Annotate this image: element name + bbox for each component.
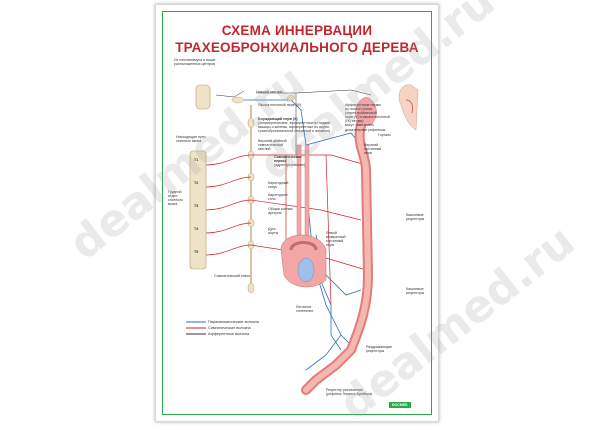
label-carotid-sinus: Каротидный синус [268,181,289,190]
label-common-carotid: Общая сонная артерия [268,207,293,216]
label-t2: T2 [194,181,199,185]
label-irritant-receptors: Раздражающие рецепторы [366,345,392,354]
legend-lines [186,321,206,335]
sympathetic-fibers [205,154,367,306]
label-recurrent-laryngeal: Левый возвратный гортанный нерв [326,231,346,248]
afferent-fibers [215,89,372,155]
label-descending-spinal: Нисходящие пути спинного мозга [176,135,206,144]
aortic-arch [280,234,327,288]
label-sympathetic-trunk: Симпатический ствол [214,274,251,278]
legend-afferent: Афферентные волокна [208,332,250,336]
label-carotid-body: Каротидное тело [268,193,288,202]
title-line-2: ТРАХЕОБРОНХИАЛЬНОГО ДЕРЕВА [175,40,419,55]
label-superior-laryngeal: Верхний гортанный нерв [364,143,382,156]
label-t5: T5 [194,250,199,254]
label-glossopharyngeal: Языкоглоточный нерв (IX) [258,103,302,107]
label-thoracic-cord: Грудной отдел спинного мозга [168,190,183,207]
label-aortic-arch: Дуга аорты [268,227,279,236]
label-t3: T3 [194,204,199,208]
publisher-logo: DOCMED [389,402,411,408]
legend-parasympathetic: Парасимпатические волокна [208,320,259,324]
label-sympathetic-nerves-desc: (адренергические) [274,163,306,167]
ganglion-nodes [231,95,296,104]
label-larynx: Гортань [378,133,392,137]
title-line-1: СХЕМА ИННЕРВАЦИИ [221,23,373,38]
label-vagus-desc: (холинергические, эфферентные в гладкие … [258,121,331,134]
label-upper-cervical: Верхний шейный симпатический ганглий [258,139,287,152]
innervation-diagram [186,84,419,395]
label-vagus: Блуждающий нерв (X) [258,117,298,121]
label-stretch-receptor: Рецептор растяжения (рефлекс Геринга-Бре… [326,388,373,397]
label-t4: T4 [194,227,199,231]
label-hypothalamus: Из гипоталамуса и выше расположенных цен… [174,58,216,67]
trachea [301,96,377,395]
sympathetic-chain [247,105,255,294]
spinal-cord [189,84,211,270]
label-afferent-nose: Афферентные нервы из носа и глотки (чере… [345,103,390,132]
label-sympathetic-nerves: Симпатические нервы [274,155,302,164]
label-pulmonary-plexus: Легочное сплетение [296,305,314,314]
poster: СХЕМА ИННЕРВАЦИИ ТРАХЕОБРОНХИАЛЬНОГО ДЕР… [155,4,439,422]
label-t1: T1 [194,158,199,162]
label-cough-receptors-1: Кашлевые рецепторы [406,213,425,222]
head-section [398,84,419,131]
label-inferior-ganglion: Нижний ганглий [256,90,283,94]
legend-sympathetic: Симпатические волокна [208,326,251,330]
label-cough-receptors-2: Кашлевые рецепторы [406,287,425,296]
poster-frame [162,11,432,415]
